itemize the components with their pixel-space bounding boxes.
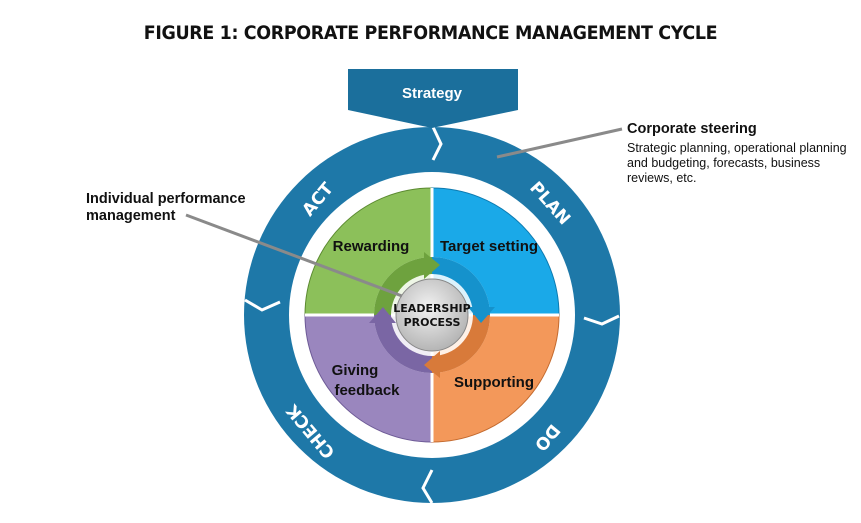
ring-notch-left: [244, 298, 281, 312]
ring-notch-right: [583, 314, 620, 326]
strategy-label: Strategy: [402, 85, 463, 102]
ring-notch-top: [431, 126, 443, 161]
supporting-label: Supporting: [454, 374, 534, 391]
inner-arc-supporting: [432, 315, 490, 373]
individual-performance-label: Individual performance management: [86, 191, 246, 224]
rewarding-label: Rewarding: [333, 238, 410, 255]
leadership-process-center: [395, 278, 469, 352]
giving-feedback-label-line2: feedback: [334, 382, 400, 399]
figure-title: FIGURE 1: CORPORATE PERFORMANCE MANAGEME…: [143, 22, 718, 44]
inner-arc-target: [432, 257, 490, 315]
inner-arc-rewarding: [374, 257, 432, 315]
corporate-steering-description: Strategic planning, operational planning…: [627, 141, 847, 185]
giving-feedback-label-line1: Giving: [332, 362, 379, 379]
individual-leader-line: [185, 213, 403, 298]
corporate-steering-title: Corporate steering: [627, 121, 757, 137]
target-setting-label: Target setting: [440, 238, 538, 255]
center-label-line1: LEADERSHIP: [393, 302, 470, 315]
strategy-banner: [348, 69, 518, 128]
inner-arc-feedback: [374, 315, 432, 373]
corporate-steering-leader-line: [496, 127, 623, 159]
ring-notch-bottom: [421, 469, 434, 504]
center-label-line2: PROCESS: [404, 316, 461, 329]
